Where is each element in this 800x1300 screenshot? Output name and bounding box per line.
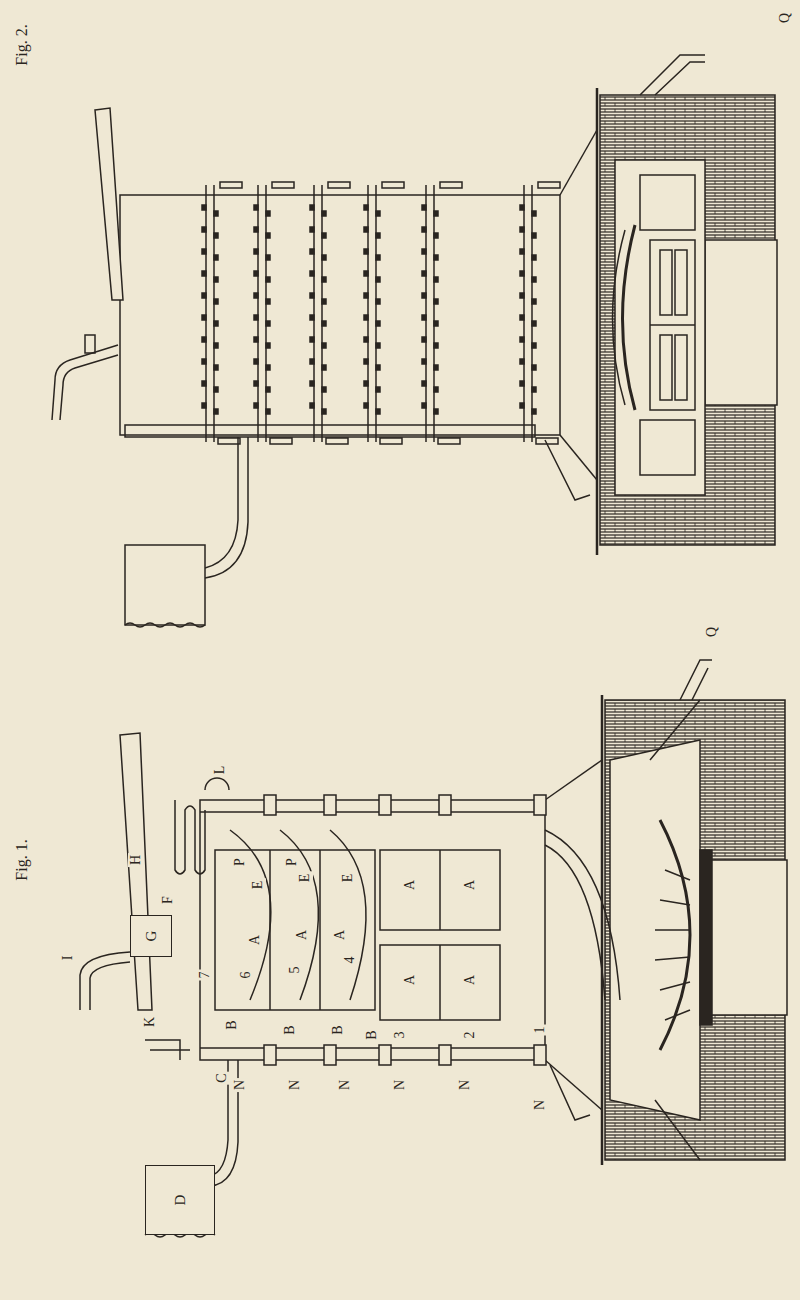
part-letter: D <box>173 1195 188 1206</box>
part-letter: 6 <box>238 970 254 981</box>
part-letter: 5 <box>287 965 303 976</box>
receiver-tank: D <box>145 1165 215 1235</box>
part-letter: F <box>160 894 176 906</box>
part-letter: B <box>282 1023 298 1036</box>
part-letter: 1 <box>532 1025 548 1036</box>
part-letter: N <box>457 1078 473 1092</box>
part-letter: C <box>214 1071 230 1084</box>
part-letter: N <box>337 1078 353 1092</box>
part-letter: B <box>364 1028 380 1041</box>
part-letter: B <box>330 1023 346 1036</box>
part-letter: I <box>60 954 76 963</box>
part-letter: A <box>294 928 310 942</box>
part-letter: K <box>142 1015 158 1029</box>
part-letter: A <box>462 878 478 892</box>
figure-title: Fig. 1. <box>13 837 31 882</box>
part-letter: A <box>462 973 478 987</box>
part-letter: G <box>144 931 159 942</box>
part-letter: E <box>297 872 313 885</box>
part-letter: Q <box>704 625 720 639</box>
part-letter: N <box>287 1078 303 1092</box>
figure-title: Fig. 2. <box>13 22 31 67</box>
part-letter: B <box>224 1018 240 1031</box>
part-letter: N <box>532 1098 548 1112</box>
part-letter: N <box>392 1078 408 1092</box>
part-letter: H <box>128 853 144 867</box>
part-letter: P <box>232 856 248 868</box>
part-letter: 3 <box>392 1030 408 1041</box>
part-letter: A <box>332 928 348 942</box>
part-letter: E <box>340 872 356 885</box>
part-letter: 4 <box>342 955 358 966</box>
part-letter: L <box>212 764 228 777</box>
part-letter: 2 <box>462 1030 478 1041</box>
part-letter: 7 <box>197 970 213 981</box>
part-letter: P <box>284 856 300 868</box>
part-letter: E <box>250 879 266 892</box>
vessel-box: G <box>130 915 172 957</box>
part-letter: A <box>402 973 418 987</box>
part-letter: N <box>232 1078 248 1092</box>
part-letter: A <box>402 878 418 892</box>
part-letter: A <box>247 933 263 947</box>
part-letter: Q <box>777 11 793 25</box>
